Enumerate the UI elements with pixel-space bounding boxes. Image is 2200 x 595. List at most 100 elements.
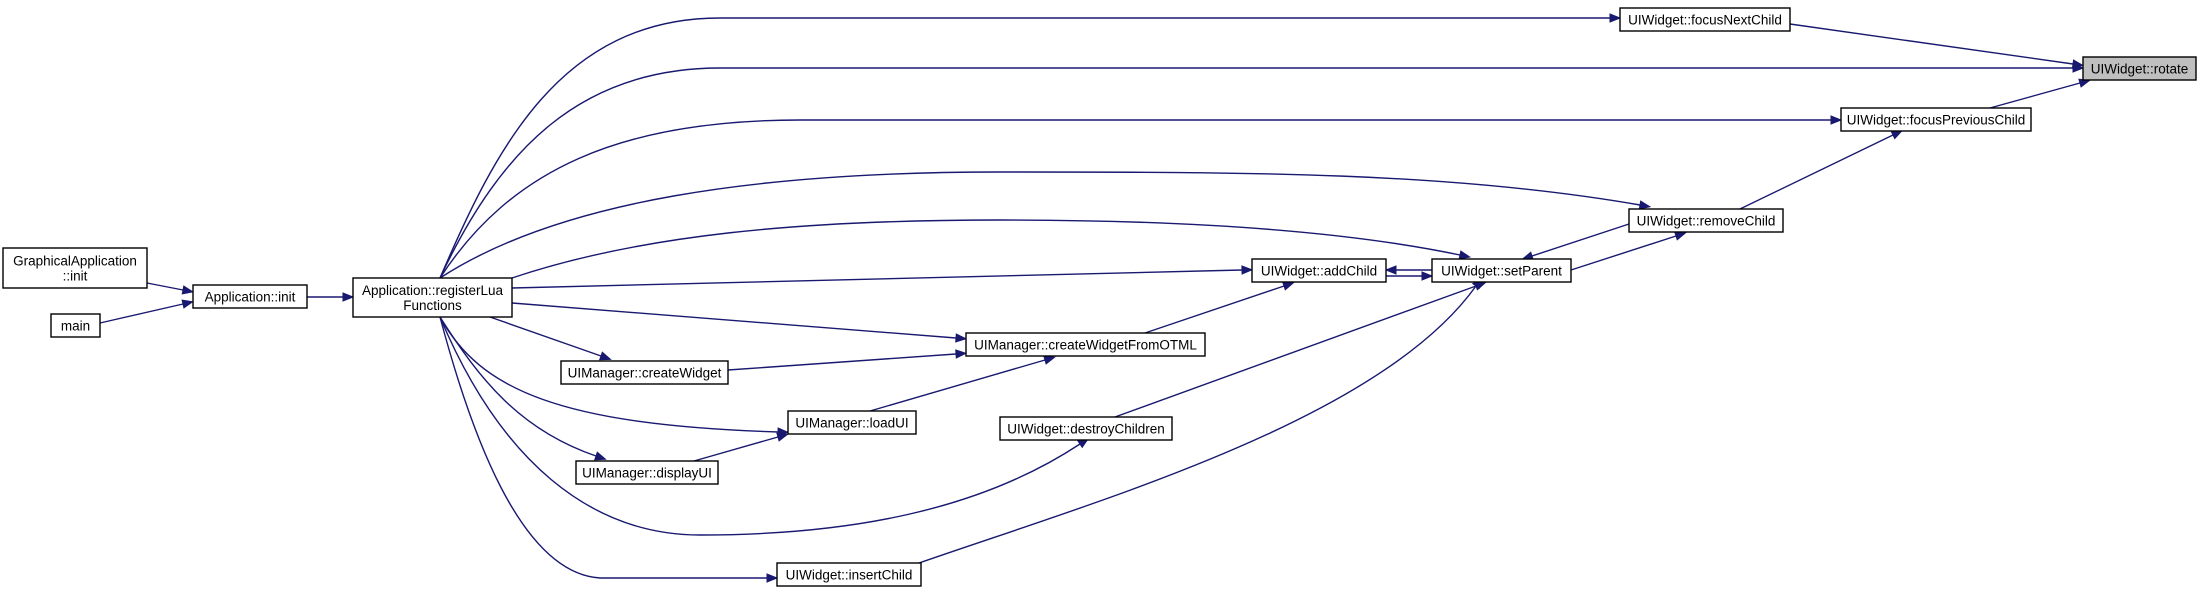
node-label: UIManager::createWidget	[568, 366, 722, 381]
edge-focus_next-to-rotate	[1789, 23, 2085, 69]
arrowhead	[1890, 130, 1904, 140]
node-box	[787, 410, 917, 435]
arrowhead	[1674, 231, 1687, 241]
edge-line	[727, 353, 957, 371]
edge-line	[693, 436, 779, 462]
edge-register_lua-to-rotate	[439, 63, 2085, 279]
edge-add_child-to-set_parent	[1386, 271, 1434, 281]
node-graphical-app-init[interactable]: GraphicalApplication::init	[2, 247, 148, 289]
edge-register_lua-to-add_child	[511, 265, 1254, 289]
node-insert-child[interactable]: UIWidget::insertChild	[776, 562, 922, 587]
edge-register_lua-to-create_from_otml	[511, 302, 968, 343]
arrowhead	[1609, 13, 1622, 23]
node-label: UIWidget::removeChild	[1637, 214, 1776, 229]
node-box	[560, 360, 729, 385]
edge-line	[1531, 223, 1630, 257]
node-box	[999, 416, 1173, 441]
node-box	[1251, 258, 1387, 283]
node-label: ::init	[63, 269, 88, 284]
node-box	[1431, 258, 1572, 283]
edge-line	[918, 285, 1477, 564]
node-label: UIWidget::addChild	[1261, 264, 1377, 279]
edge-line	[1114, 285, 1477, 418]
edge-register_lua-to-focus_next	[439, 13, 1622, 279]
arrowhead	[1241, 265, 1254, 275]
node-box	[192, 284, 308, 309]
node-remove-child[interactable]: UIWidget::removeChild	[1628, 208, 1784, 233]
node-label: UIWidget::focusNextChild	[1628, 13, 1782, 28]
arrowhead	[181, 285, 195, 295]
edge-load_ui-to-create_from_otml	[869, 355, 1056, 412]
node-main[interactable]: main	[50, 313, 101, 338]
node-box	[575, 460, 719, 485]
edge-line	[511, 269, 1243, 289]
node-create-from-otml[interactable]: UIManager::createWidgetFromOTML	[965, 332, 1206, 357]
arrowhead	[1638, 200, 1652, 210]
node-focus-next[interactable]: UIWidget::focusNextChild	[1619, 7, 1791, 32]
edge-graphical_app_init-to-app_init	[146, 282, 195, 295]
arrowhead	[2071, 59, 2085, 69]
node-label: UIManager::createWidgetFromOTML	[974, 338, 1197, 353]
edge-line	[511, 219, 1461, 279]
node-label: UIWidget::destroyChildren	[1007, 422, 1165, 437]
node-label: Functions	[403, 298, 462, 313]
edge-set_parent-to-add_child	[1384, 265, 1432, 275]
node-display-ui[interactable]: UIManager::displayUI	[575, 460, 719, 485]
edge-line	[439, 316, 1081, 536]
arrowhead	[955, 349, 968, 359]
node-create-widget[interactable]: UIManager::createWidget	[560, 360, 729, 385]
edge-line	[439, 316, 597, 457]
edge-register_lua-to-display_ui	[439, 316, 607, 461]
node-label: GraphicalApplication	[13, 254, 137, 269]
edge-register_lua-to-insert_child	[439, 316, 779, 583]
arrowhead	[342, 292, 355, 302]
node-load-ui[interactable]: UIManager::loadUI	[787, 410, 917, 435]
node-box	[50, 313, 101, 338]
edge-create_from_otml-to-add_child	[1144, 281, 1295, 334]
arrowhead	[1458, 250, 1472, 260]
node-box	[776, 562, 922, 587]
edge-register_lua-to-focus_prev	[439, 115, 1843, 279]
node-set-parent[interactable]: UIWidget::setParent	[1431, 258, 1572, 283]
edge-register_lua-to-create_widget	[489, 316, 612, 361]
edge-line	[1739, 134, 1894, 210]
node-label: UIWidget::setParent	[1441, 264, 1562, 279]
node-destroy-children[interactable]: UIWidget::destroyChildren	[999, 416, 1173, 441]
edge-line	[1789, 23, 2074, 65]
node-label: UIManager::loadUI	[795, 416, 908, 431]
edge-main-to-app_init	[99, 299, 195, 324]
edge-line	[439, 67, 2073, 279]
arrowhead	[776, 432, 789, 442]
edge-line	[439, 17, 1610, 279]
edge-line	[1144, 285, 1285, 334]
node-label: main	[61, 319, 90, 334]
node-add-child[interactable]: UIWidget::addChild	[1251, 258, 1387, 283]
node-box	[1619, 7, 1791, 32]
node-focus-prev[interactable]: UIWidget::focusPreviousChild	[1840, 107, 2032, 132]
node-rotate[interactable]: UIWidget::rotate	[2082, 56, 2197, 81]
edge-line	[489, 316, 602, 357]
node-app-init[interactable]: Application::init	[192, 284, 308, 309]
arrowhead	[598, 351, 612, 361]
arrowhead	[955, 333, 968, 343]
edge-line	[146, 282, 184, 291]
edge-app_init-to-register_lua	[307, 292, 355, 302]
node-label: UIWidget::insertChild	[786, 568, 913, 583]
node-box	[1628, 208, 1784, 233]
arrowhead	[1043, 355, 1056, 365]
edge-display_ui-to-load_ui	[693, 432, 789, 462]
node-box	[2, 247, 148, 289]
edge-line	[1570, 235, 1677, 271]
arrowhead	[1421, 271, 1434, 281]
edge-remove_child-to-set_parent	[1521, 223, 1630, 261]
edge-remove_child-to-focus_prev	[1739, 130, 1904, 210]
edge-line	[99, 303, 184, 324]
arrowhead	[1830, 115, 1843, 125]
edge-line	[439, 171, 1641, 279]
arrowhead	[1282, 281, 1295, 291]
edge-line	[511, 302, 957, 339]
edge-register_lua-to-set_parent	[511, 219, 1472, 279]
